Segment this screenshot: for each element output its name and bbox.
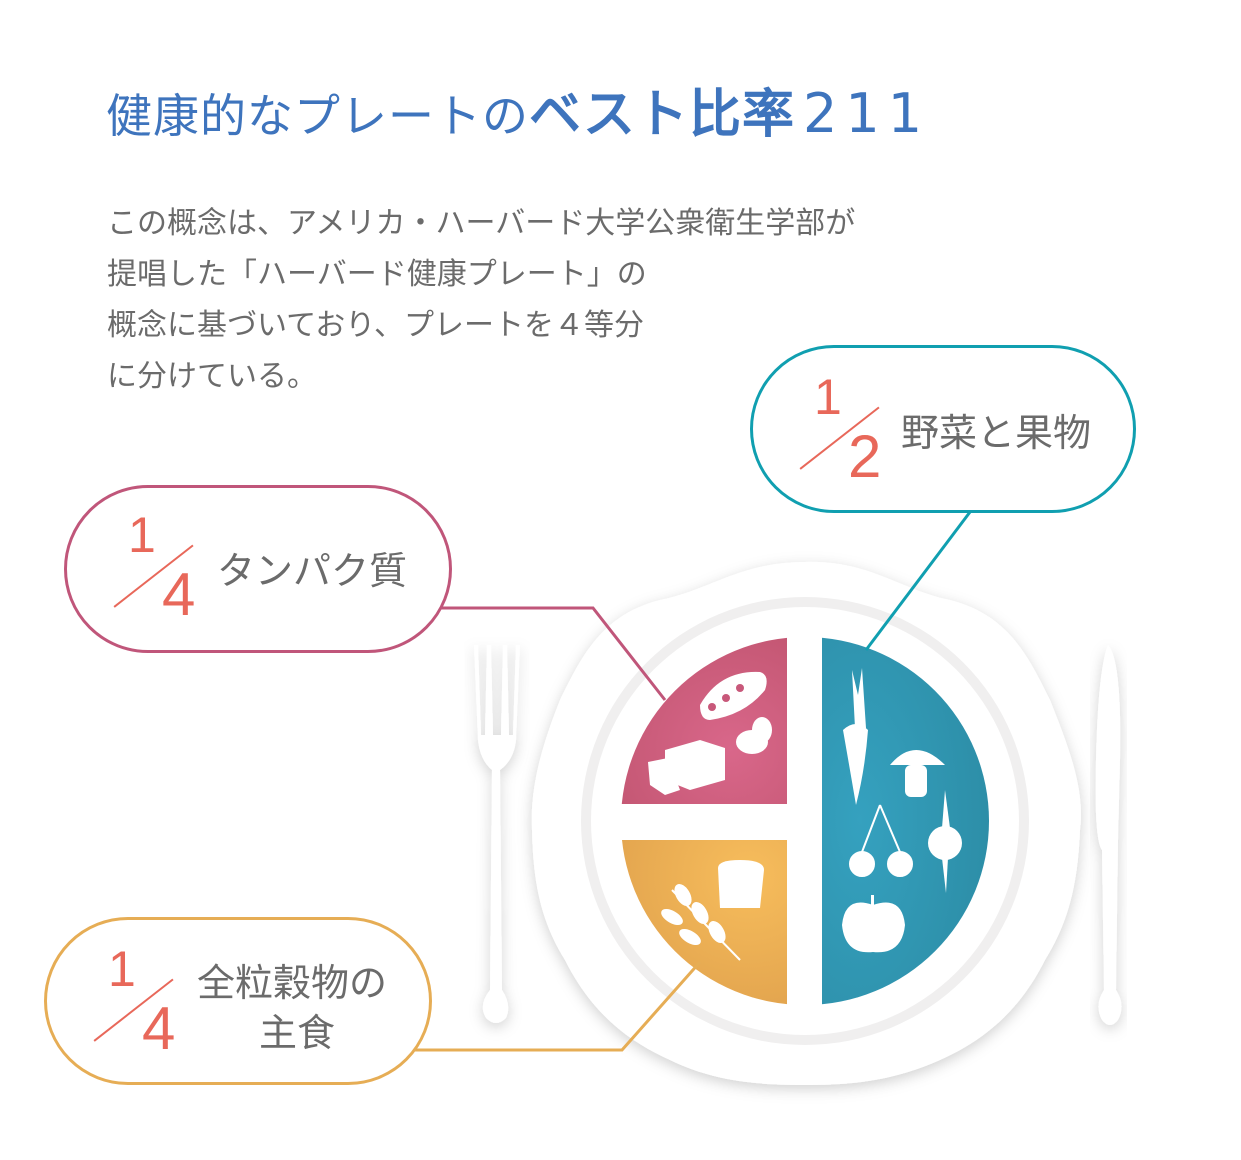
description-line: 提唱した「ハーバード健康プレート」の: [107, 257, 647, 292]
callout-label: 主食: [259, 1011, 336, 1055]
tofu-icon: [648, 740, 725, 795]
apple-icon: [842, 895, 905, 953]
description-line: に分けている。: [107, 359, 317, 394]
description-line: この概念は、アメリカ・ハーバード大学公衆衛生学部が: [107, 206, 856, 241]
bread-icon: [718, 860, 764, 908]
beans-icon: [736, 717, 772, 754]
cherries-icon: [849, 804, 913, 877]
vegetables-leader-line: [864, 511, 972, 651]
description: この概念は、アメリカ・ハーバード大学公衆衛生学部が 提唱した「ハーバード健康プレ…: [107, 198, 855, 402]
carrot-icon: [843, 668, 868, 805]
protein-leader-line: [440, 606, 667, 701]
knife-icon: [1095, 645, 1122, 1025]
callout-label: 全粒穀物の: [197, 961, 388, 1005]
soybean-icon: [700, 671, 767, 720]
grains-leader-line: [415, 961, 702, 1052]
callout-label: 野菜と果物: [901, 411, 1092, 455]
radish-icon: [928, 790, 962, 893]
mushroom-icon: [890, 750, 945, 797]
description-line: 概念に基づいており、プレートを４等分: [107, 308, 644, 343]
fork-icon: [474, 645, 520, 1023]
callout-label: タンパク質: [217, 549, 408, 593]
wheat-icon: [661, 884, 741, 961]
